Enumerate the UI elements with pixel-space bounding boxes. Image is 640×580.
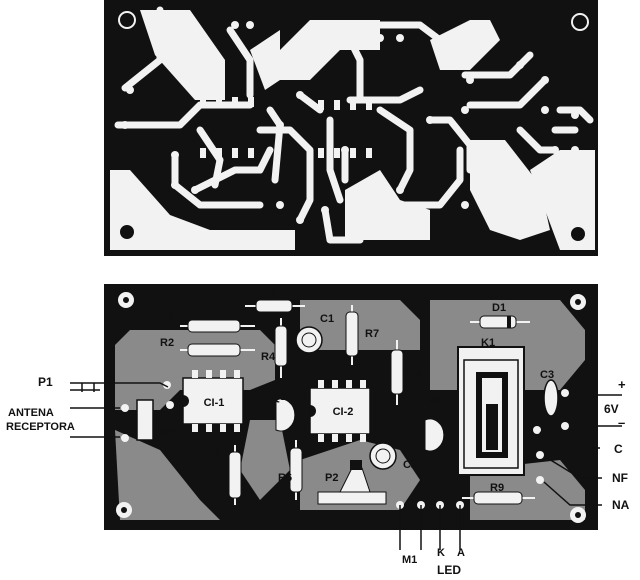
external-wires (70, 382, 622, 550)
label-d1: D1 (492, 302, 506, 314)
label-xrf: XRF (158, 427, 180, 439)
mounting-holes (116, 292, 586, 523)
label-r6: R6 (278, 472, 292, 484)
copper-pads (118, 11, 589, 243)
label-r3: R3 (160, 311, 174, 323)
label-k: K (437, 547, 445, 559)
label-r4: R4 (261, 351, 276, 363)
crystal-xrf: XRF (136, 399, 180, 441)
resistor-r6: R6 (278, 440, 303, 500)
label-minus: – (618, 415, 625, 430)
relay-k1: K1 (457, 337, 525, 476)
label-nf: NF (612, 471, 628, 485)
label-led: LED (437, 563, 461, 577)
label-ci1: CI-1 (204, 397, 225, 409)
capacitor-c3: C3 (540, 369, 559, 417)
resistor-r2: R2 (160, 337, 255, 357)
label-p2: P2 (325, 472, 338, 484)
capacitor-c1: C1 (295, 313, 334, 354)
label-r8: R8 (407, 369, 421, 381)
label-receptora: RECEPTORA (6, 421, 75, 433)
resistor-r3: R3 (160, 311, 255, 333)
diode-d1: D1 (470, 302, 530, 329)
ic-ci1: CI-1 (182, 370, 244, 432)
pcb-component-layout: R5 R3 R2 R4 C1 R7 R8 (104, 284, 598, 530)
label-c2: C2 (403, 459, 417, 471)
label-r5: R5 (262, 288, 276, 300)
copper-solder-points (121, 21, 579, 224)
resistor-r1: R1 (206, 445, 242, 505)
label-r9: R9 (490, 482, 504, 494)
label-a: A (457, 547, 465, 559)
label-r1: R1 (206, 447, 220, 459)
resistor-r5: R5 (245, 288, 305, 313)
pcb-copper-layout (104, 0, 598, 256)
label-na: NA (612, 498, 630, 512)
label-k1: K1 (481, 337, 495, 349)
label-c1: C1 (320, 313, 334, 325)
resistor-r8: R8 (390, 340, 421, 405)
label-c: C (614, 442, 623, 456)
label-antena: ANTENA (8, 407, 54, 419)
label-voltage: 6V (604, 402, 619, 416)
label-p1: P1 (38, 375, 53, 389)
label-q1: Q1 (272, 391, 287, 403)
resistor-r9: R9 (462, 482, 535, 505)
trimmer-p2: P2 (317, 460, 387, 505)
label-m1: M1 (402, 554, 417, 566)
label-r2: R2 (160, 337, 174, 349)
capacitor-c2: C2 (369, 442, 417, 471)
solder-pads (121, 381, 569, 509)
transistor-q2: Q2 (424, 395, 445, 452)
label-r7: R7 (365, 328, 379, 340)
label-q2: Q2 (428, 395, 443, 407)
resistor-r4: R4 (261, 318, 288, 378)
ic-ci2: CI-2 (309, 380, 371, 442)
label-plus: + (618, 377, 626, 392)
label-c3: C3 (540, 369, 554, 381)
label-ci2: CI-2 (333, 406, 354, 418)
resistor-r7: R7 (345, 305, 379, 365)
copper-cutouts (110, 10, 595, 250)
transistor-q1: Q1 (272, 391, 296, 432)
